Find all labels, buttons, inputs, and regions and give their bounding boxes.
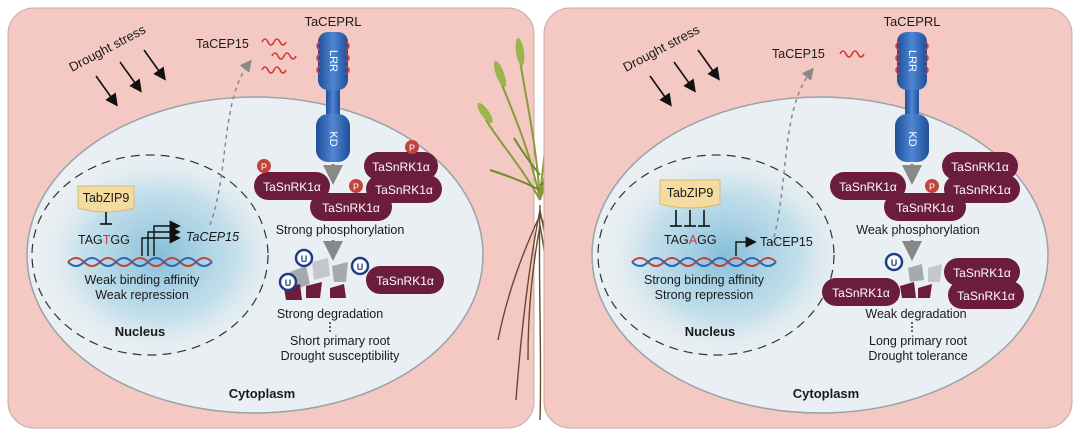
left-outcome-1: Short primary root	[290, 334, 391, 348]
left-kinase-1-label: TaSnRK1α	[263, 180, 321, 194]
left-phosphorylation-label: Strong phosphorylation	[276, 223, 405, 237]
left-nucleus-label: Nucleus	[115, 324, 166, 339]
left-phospho-2	[349, 179, 363, 193]
right-phospho-1-label: P	[929, 182, 935, 192]
left-drought-arrows	[95, 49, 166, 107]
left-peptide-label: TaCEP15	[196, 37, 249, 51]
right-kinase-1	[830, 172, 906, 200]
left-kinase-1	[254, 172, 330, 200]
left-kinase-cluster: TaSnRK1α TaSnRK1α TaSnRK1α TaSnRK1α P P …	[254, 140, 442, 221]
left-phospho-1	[257, 159, 271, 173]
left-outcome-2: Drought susceptibility	[281, 349, 401, 363]
left-kd-label: KD	[327, 131, 339, 146]
right-tf-label: TabZIP9	[667, 186, 714, 200]
right-phospho-1	[925, 179, 939, 193]
right-promoter-arrow	[735, 236, 757, 256]
left-kinase-3-label: TaSnRK1α	[372, 160, 430, 174]
left-peptide-squiggles	[261, 38, 297, 74]
left-panel: Drought stress TaCEP15 TaCEPRL LRR KD	[7, 7, 535, 429]
left-ubiquitin-1	[294, 248, 314, 268]
left-kinase-5-label: TaSnRK1α	[376, 274, 434, 288]
right-peptide-squiggle	[839, 50, 865, 58]
right-nucleus-label: Nucleus	[685, 324, 736, 339]
right-receptor-label: TaCEPRL	[883, 14, 940, 29]
left-secretion-arrow	[209, 59, 252, 226]
right-nucleus-membrane	[597, 154, 835, 356]
left-sequence: TAGTGG	[78, 233, 130, 247]
left-kinase-5	[366, 266, 444, 294]
right-outcome-1: Long primary root	[869, 334, 967, 348]
left-phospho-3-label: P	[409, 143, 415, 153]
right-dna-helix	[631, 257, 777, 267]
right-kinase-5-label: TaSnRK1α	[832, 286, 890, 300]
right-lrr-label: LRR	[906, 50, 918, 72]
right-kinase-2-label: TaSnRK1α	[896, 201, 954, 215]
right-kinase-1-label: TaSnRK1α	[839, 180, 897, 194]
right-kinase-cluster: TaSnRK1α TaSnRK1α TaSnRK1α TaSnRK1α P	[830, 152, 1020, 221]
left-promoter-arrows	[141, 220, 181, 256]
left-ubiquitin-1-label: U	[301, 254, 308, 264]
left-dna-helix	[67, 257, 213, 267]
right-phosphorylation-label: Weak phosphorylation	[856, 223, 980, 237]
left-kinase-4-label: TaSnRK1α	[375, 183, 433, 197]
left-binding-line-1: Weak binding affinity	[85, 273, 201, 287]
right-gene-label: TaCEP15	[760, 235, 813, 249]
left-tf-label: TabZIP9	[83, 191, 130, 205]
right-kinase-6	[944, 258, 1020, 286]
right-degradation-label: Weak degradation	[865, 307, 966, 321]
right-repression-marks	[670, 210, 710, 227]
right-degradation-fragments: U TaSnRK1α TaSnRK1α TaSnRK1α	[822, 252, 1024, 309]
left-degradation-fragments: U U U TaSnRK1α	[278, 248, 444, 300]
right-kinase-7-label: TaSnRK1α	[957, 289, 1015, 303]
left-lrr-label: LRR	[327, 50, 339, 72]
right-kinase-3	[942, 152, 1018, 180]
left-ubiquitin-3-label: U	[285, 278, 292, 288]
left-degradation-label: Strong degradation	[277, 307, 383, 321]
left-receptor-label: TaCEPRL	[304, 14, 361, 29]
right-kinase-7	[948, 281, 1024, 309]
left-binding-line-2: Weak repression	[95, 288, 189, 302]
right-kd-label: KD	[906, 131, 918, 146]
right-kinase-3-label: TaSnRK1α	[951, 160, 1009, 174]
left-kinase-2-label: TaSnRK1α	[322, 201, 380, 215]
right-binding-line-1: Strong binding affinity	[644, 273, 765, 287]
right-sequence: TAGAGG	[664, 233, 717, 247]
right-panel: Drought stress TaCEP15 TaCEPRL LRR KD Ta…	[543, 7, 1073, 429]
left-tf-shape	[77, 185, 135, 213]
right-kinase-2	[884, 193, 966, 221]
left-phospho-3	[405, 140, 419, 154]
right-kinase-5	[822, 278, 900, 306]
right-kinase-4	[944, 175, 1020, 203]
right-outcome-2: Drought tolerance	[868, 349, 967, 363]
right-secretion-arrow	[771, 67, 814, 246]
right-receptor: LRR KD	[895, 32, 929, 162]
left-gene-label: TaCEP15	[186, 230, 239, 244]
left-cytoplasm-label: Cytoplasm	[229, 386, 295, 401]
left-kinase-3	[364, 152, 438, 180]
left-kinase-4	[366, 175, 442, 203]
right-binding-line-2: Strong repression	[655, 288, 754, 302]
left-phospho-1-label: P	[261, 162, 267, 172]
right-kinase-6-label: TaSnRK1α	[953, 266, 1011, 280]
left-nucleus-membrane	[31, 154, 269, 356]
left-phospho-2-label: P	[353, 182, 359, 192]
left-ubiquitin-3	[278, 272, 298, 292]
left-ubiquitin-2-label: U	[357, 262, 364, 272]
right-peptide-label: TaCEP15	[772, 47, 825, 61]
right-kinase-4-label: TaSnRK1α	[953, 183, 1011, 197]
right-ubiquitin-1	[884, 252, 904, 272]
right-tf-shape	[659, 179, 721, 209]
right-drought-arrows	[649, 49, 720, 107]
right-cytoplasm-label: Cytoplasm	[793, 386, 859, 401]
left-ubiquitin-2	[350, 256, 370, 276]
left-receptor: LRR KD	[316, 32, 350, 162]
right-ubiquitin-1-label: U	[891, 258, 898, 268]
